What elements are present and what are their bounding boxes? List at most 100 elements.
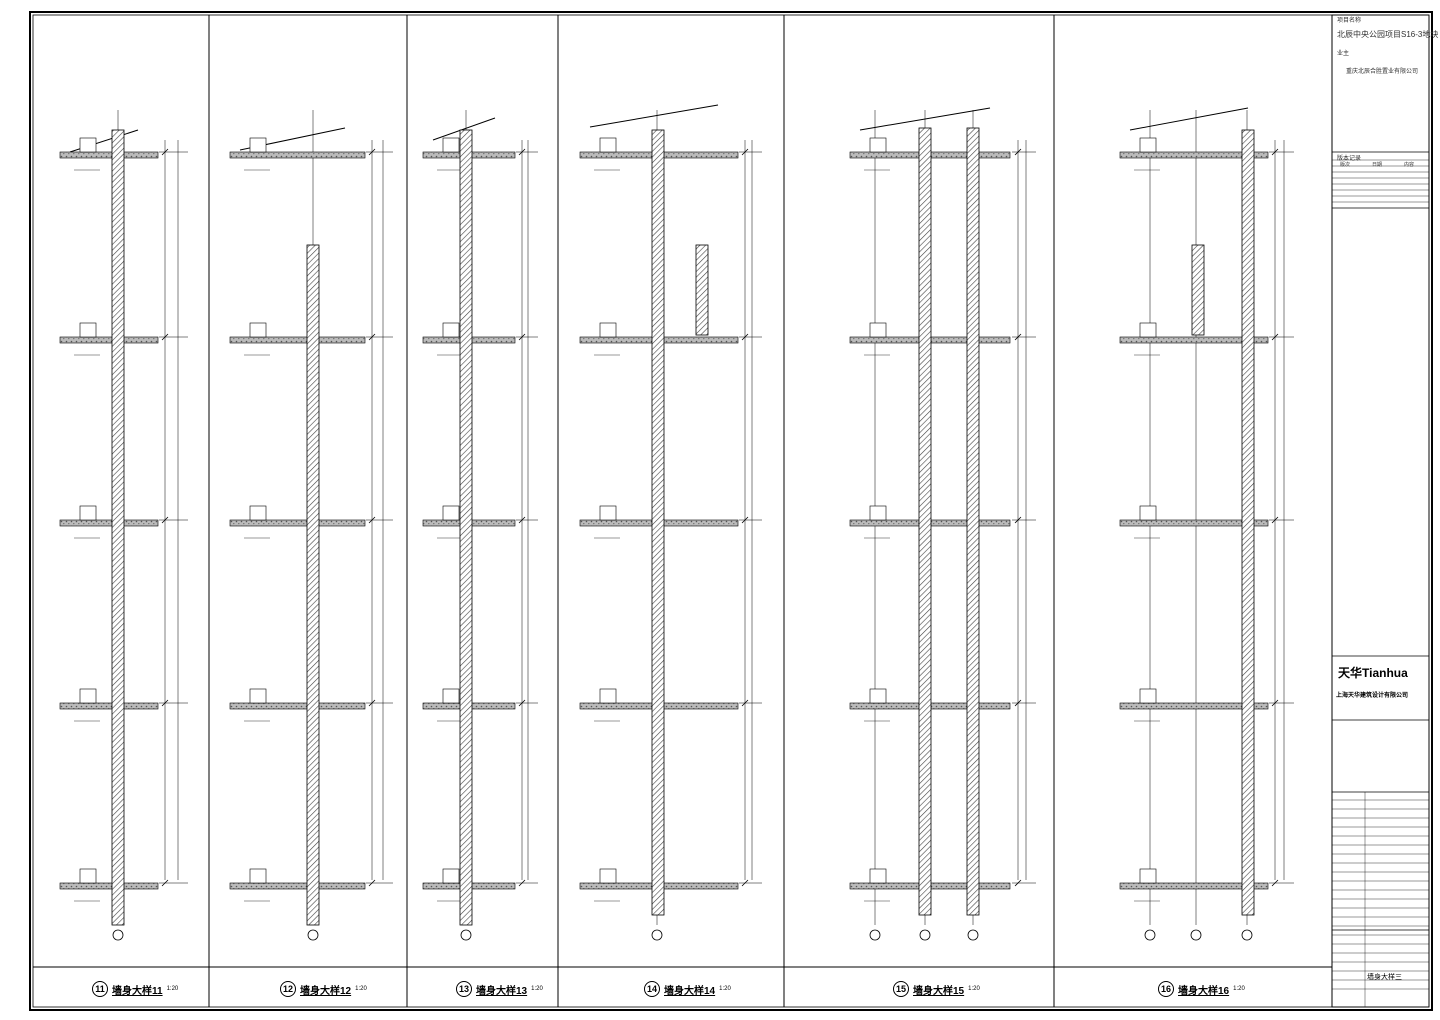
window-frame bbox=[869, 688, 887, 704]
axis-bubble bbox=[651, 929, 663, 941]
caption-number: 13 bbox=[456, 981, 472, 997]
window-frame bbox=[79, 868, 97, 884]
project-name: 北辰中央公园项目S16-3地块 bbox=[1337, 30, 1439, 39]
caption-detail-15: 15 墙身大样15 1:20 bbox=[893, 980, 980, 998]
window-frame bbox=[79, 322, 97, 338]
dimension-tick bbox=[518, 516, 526, 524]
revision-header-version: 版次 bbox=[1340, 162, 1351, 168]
axis-bubble bbox=[919, 929, 931, 941]
floor-slab bbox=[229, 151, 366, 159]
dimension-tick bbox=[1014, 516, 1022, 524]
window-frame bbox=[599, 322, 617, 338]
dimension-tick bbox=[518, 148, 526, 156]
dimension-tick bbox=[518, 699, 526, 707]
revision-header-date: 日期 bbox=[1372, 162, 1383, 168]
client-label: 业主 bbox=[1337, 51, 1350, 57]
floor-slab bbox=[59, 882, 159, 890]
dimension-tick bbox=[368, 333, 376, 341]
company-logo: 天华Tianhua bbox=[1338, 666, 1408, 680]
axis-bubble bbox=[112, 929, 124, 941]
floor-slab bbox=[229, 702, 366, 710]
window-frame bbox=[1139, 688, 1157, 704]
floor-slab bbox=[59, 519, 159, 527]
window-frame bbox=[1139, 322, 1157, 338]
caption-number: 16 bbox=[1158, 981, 1174, 997]
wall-section bbox=[918, 127, 932, 916]
floor-slab bbox=[1119, 519, 1269, 527]
caption-detail-14: 14 墙身大样14 1:20 bbox=[644, 980, 731, 998]
dimension-tick bbox=[1271, 879, 1279, 887]
axis-bubble bbox=[1144, 929, 1156, 941]
wall-section bbox=[1241, 129, 1255, 916]
revision-header-content: 内容 bbox=[1404, 162, 1415, 168]
roof-slope-line bbox=[1129, 107, 1249, 131]
caption-scale: 1:20 bbox=[355, 986, 367, 992]
window-frame bbox=[442, 505, 460, 521]
wall-section bbox=[306, 244, 320, 926]
caption-scale: 1:20 bbox=[719, 986, 731, 992]
dimension-tick bbox=[741, 699, 749, 707]
dimension-tick bbox=[161, 879, 169, 887]
dimension-tick bbox=[741, 516, 749, 524]
dimension-tick bbox=[1014, 879, 1022, 887]
dimension-tick bbox=[368, 148, 376, 156]
window-frame bbox=[599, 868, 617, 884]
wall-section bbox=[459, 129, 473, 926]
dimension-tick bbox=[1271, 516, 1279, 524]
window-frame bbox=[869, 868, 887, 884]
dimension-tick bbox=[368, 516, 376, 524]
floor-slab bbox=[59, 151, 159, 159]
dimension-tick bbox=[518, 333, 526, 341]
window-frame bbox=[442, 688, 460, 704]
wall-section bbox=[1191, 244, 1205, 336]
dimension-tick bbox=[1271, 699, 1279, 707]
caption-number: 11 bbox=[92, 981, 108, 997]
dimension-tick bbox=[161, 148, 169, 156]
roof-slope-line bbox=[432, 117, 496, 141]
dimension-tick bbox=[1271, 333, 1279, 341]
axis-bubble bbox=[869, 929, 881, 941]
window-frame bbox=[869, 505, 887, 521]
floor-slab bbox=[59, 702, 159, 710]
caption-title: 墙身大样16 bbox=[1178, 985, 1230, 997]
window-frame bbox=[79, 688, 97, 704]
caption-scale: 1:20 bbox=[1233, 986, 1245, 992]
window-frame bbox=[1139, 505, 1157, 521]
axis-bubble bbox=[967, 929, 979, 941]
company-name: 上海天华建筑设计有限公司 bbox=[1336, 693, 1409, 699]
caption-number: 14 bbox=[644, 981, 660, 997]
window-frame bbox=[249, 137, 267, 153]
dimension-tick bbox=[741, 879, 749, 887]
caption-detail-13: 13 墙身大样13 1:20 bbox=[456, 980, 543, 998]
window-frame bbox=[599, 505, 617, 521]
roof-slope-line bbox=[859, 107, 991, 131]
window-frame bbox=[249, 868, 267, 884]
dimension-tick bbox=[1014, 148, 1022, 156]
dimension-tick bbox=[161, 333, 169, 341]
window-frame bbox=[599, 137, 617, 153]
caption-title: 墙身大样15 bbox=[913, 985, 965, 997]
dimension-tick bbox=[161, 699, 169, 707]
wall-section bbox=[111, 129, 125, 926]
axis-bubble bbox=[460, 929, 472, 941]
project-label: 项目名称 bbox=[1337, 18, 1362, 24]
roof-slope-line bbox=[589, 104, 719, 128]
revision-label: 版本记录 bbox=[1337, 156, 1362, 162]
axis-bubble bbox=[1190, 929, 1202, 941]
window-frame bbox=[249, 322, 267, 338]
caption-title: 墙身大样11 bbox=[112, 985, 163, 997]
dimension-tick bbox=[741, 148, 749, 156]
window-frame bbox=[1139, 137, 1157, 153]
dimension-tick bbox=[161, 516, 169, 524]
floor-slab bbox=[1119, 882, 1269, 890]
axis-bubble bbox=[307, 929, 319, 941]
floor-slab bbox=[59, 336, 159, 344]
window-frame bbox=[79, 505, 97, 521]
window-frame bbox=[442, 322, 460, 338]
floor-slab bbox=[229, 336, 366, 344]
caption-detail-16: 16 墙身大样16 1:20 bbox=[1158, 980, 1245, 998]
wall-section bbox=[651, 129, 665, 916]
floor-slab bbox=[1119, 151, 1269, 159]
caption-title: 墙身大样13 bbox=[476, 985, 528, 997]
